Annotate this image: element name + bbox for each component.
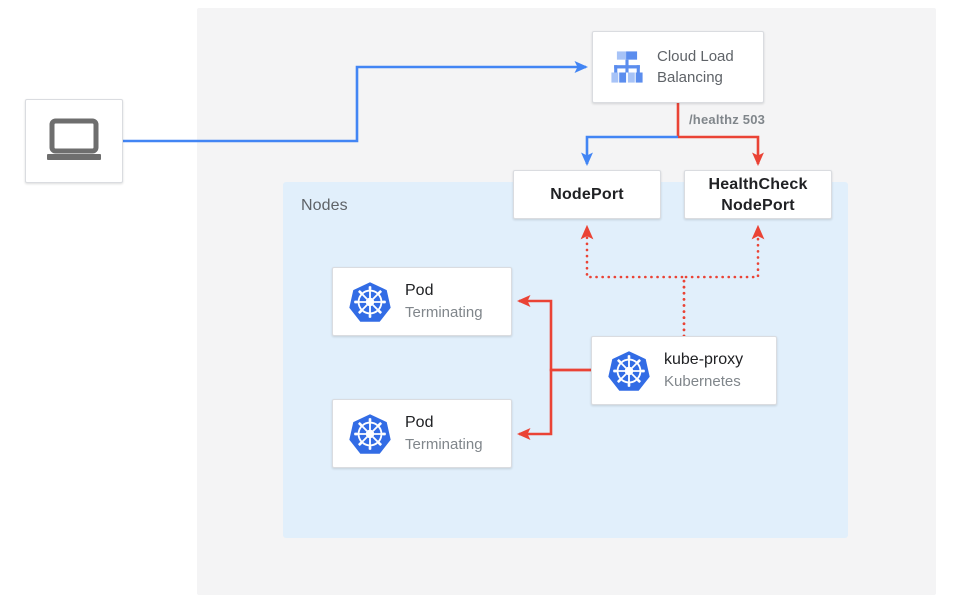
kube-proxy-title: kube-proxy bbox=[664, 350, 744, 368]
edge-client-to-clb bbox=[123, 61, 589, 143]
kubernetes-icon bbox=[349, 413, 391, 454]
nodeport-node[interactable]: NodePort bbox=[513, 170, 661, 219]
cloud-load-balancing-label: Cloud Load Balancing bbox=[657, 48, 734, 86]
kube-proxy-subtitle: Kubernetes bbox=[664, 372, 741, 390]
cloud-load-balancing-node[interactable]: Cloud Load Balancing bbox=[592, 31, 764, 103]
pod-terminating-bottom-text: Pod Terminating bbox=[405, 412, 483, 456]
healthcheck-nodeport-node[interactable]: HealthCheck NodePort bbox=[684, 170, 832, 219]
edge-clb-to-healthcheck bbox=[678, 135, 764, 167]
kube-proxy-text: kube-proxy Kubernetes bbox=[664, 349, 743, 393]
pod-terminating-bottom-node[interactable]: Pod Terminating bbox=[332, 399, 512, 468]
pod-terminating-top-text: Pod Terminating bbox=[405, 280, 483, 324]
edge-kube-proxy-to-healthcheck bbox=[682, 224, 765, 338]
pod-status: Terminating bbox=[405, 303, 483, 321]
kube-proxy-node[interactable]: kube-proxy Kubernetes bbox=[591, 336, 777, 405]
nodeport-label: NodePort bbox=[550, 186, 624, 203]
kubernetes-icon bbox=[349, 281, 391, 322]
load-balancer-icon bbox=[611, 51, 643, 83]
laptop-icon bbox=[47, 118, 101, 160]
edge-kube-proxy-to-nodeport bbox=[580, 224, 686, 338]
kubernetes-icon bbox=[608, 350, 650, 391]
pod-title: Pod bbox=[405, 281, 434, 299]
edge-clb-to-nodeport bbox=[581, 135, 678, 167]
pod-title: Pod bbox=[405, 413, 434, 431]
pod-status: Terminating bbox=[405, 435, 483, 453]
client-laptop-node[interactable] bbox=[25, 99, 123, 183]
edge-kube-proxy-to-pod-bottom bbox=[516, 368, 591, 440]
healthz-edge-label: /healthz 503 bbox=[689, 112, 766, 127]
nodes-region-label: Nodes bbox=[301, 197, 348, 214]
pod-terminating-top-node[interactable]: Pod Terminating bbox=[332, 267, 512, 336]
edge-kube-proxy-to-pod-top bbox=[516, 295, 591, 372]
healthcheck-nodeport-label: HealthCheck NodePort bbox=[708, 175, 808, 214]
